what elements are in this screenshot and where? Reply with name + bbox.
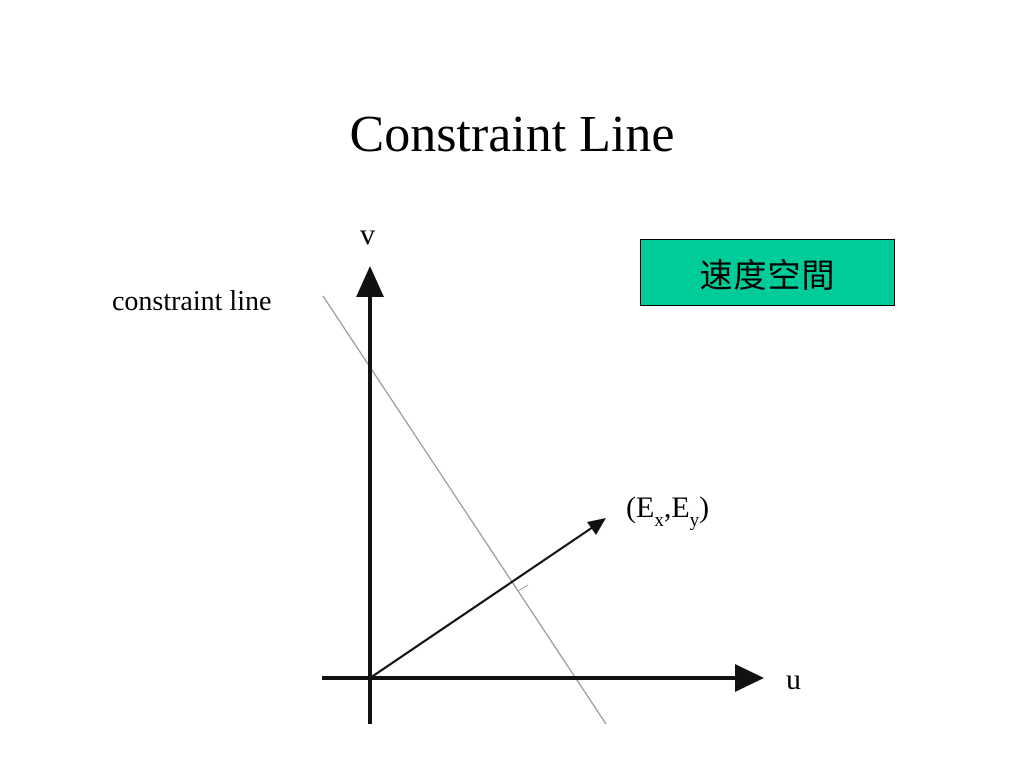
- u-axis-arrowhead: [735, 664, 764, 692]
- v-axis-arrowhead: [356, 266, 384, 297]
- vector-e-arrowhead: [587, 518, 606, 535]
- vector-label-e1: E: [636, 491, 655, 524]
- vector-label-comma: ,: [663, 491, 672, 524]
- slide-title: Constraint Line: [349, 106, 675, 163]
- vector-label-e2: E: [671, 491, 690, 524]
- vector-label: (Ex,Ey): [626, 491, 710, 531]
- vector-e-line: [369, 524, 597, 679]
- v-axis-label: v: [360, 218, 375, 251]
- u-axis-label: u: [786, 663, 801, 696]
- vector-label-sub-y: y: [689, 510, 700, 531]
- vector-label-sub-x: x: [654, 510, 664, 531]
- velocity-space-badge: 速度空間: [640, 239, 895, 306]
- constraint-line-label: constraint line: [112, 286, 272, 317]
- constraint-line: [322, 295, 607, 725]
- velocity-space-badge-text: 速度空間: [699, 255, 836, 295]
- vector-label-open: (: [626, 491, 636, 524]
- right-angle-marker: [511, 580, 529, 592]
- vector-label-close: ): [699, 491, 710, 524]
